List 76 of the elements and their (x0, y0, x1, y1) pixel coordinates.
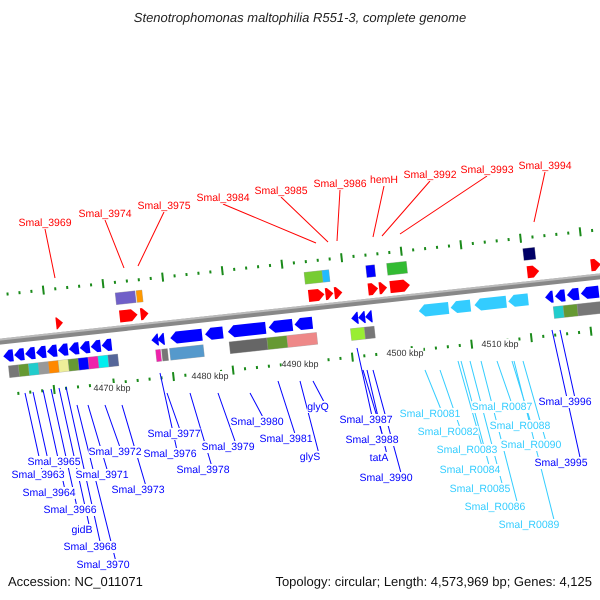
leader-line (336, 190, 340, 242)
title: Stenotrophomonas maltophilia R551-3, complete genome (132, 10, 468, 25)
gene-label: Smal_3984 (196, 192, 250, 204)
scale-label: 4470 kbp (93, 383, 131, 393)
leader-line (250, 392, 263, 416)
gene-label: Smal_3976 (143, 448, 197, 460)
gene-label: Smal_3980 (230, 416, 284, 428)
gene-label: Smal_R0082 (418, 426, 478, 438)
leader-line (356, 348, 372, 414)
gene-label: Smal_3995 (534, 457, 588, 469)
leader-line (166, 392, 180, 428)
gene-label: Smal_3977 (147, 428, 201, 440)
leader-line (300, 380, 319, 452)
gene-label: glyS (300, 451, 320, 463)
gene-label: tatA (370, 452, 388, 464)
gene-label: Smal_R0089 (498, 519, 560, 531)
leader-line (218, 392, 236, 442)
leader-line (496, 360, 512, 402)
scale-label: 4490 kbp (281, 359, 319, 369)
gene-label: Smal_R0090 (500, 439, 562, 451)
gene-label: Smal_R0081 (400, 408, 460, 420)
footer-text: Topology: circular; Length: 4,573,969 bp; Genes: 4,125 (275, 574, 592, 589)
gene-label: Smal_3964 (22, 487, 76, 499)
leader-line (104, 220, 124, 268)
leader-line (534, 172, 546, 222)
gene-label: Smal_R0083 (436, 444, 498, 456)
gene-label: Smal_3968 (63, 541, 117, 553)
leader-line (32, 392, 48, 456)
gene-label: Smal_3981 (259, 433, 313, 445)
gene-label: gidB (72, 524, 92, 536)
gene-label: Smal_3965 (27, 456, 81, 468)
scale-label: 4480 kbp (191, 371, 229, 381)
gene-label: glyQ (307, 401, 329, 413)
leader-line (552, 330, 580, 458)
scale-label: 4510 kbp (481, 339, 519, 349)
leader-line (104, 404, 120, 446)
gene-label: Smal_3990 (359, 472, 413, 484)
gene-label: Smal_3979 (201, 441, 255, 453)
gene-label: Smal_R0085 (450, 483, 510, 495)
gene-label: Smal_3969 (18, 217, 72, 229)
leader-line (278, 380, 296, 434)
leader-line (138, 212, 164, 266)
leader-line (560, 330, 576, 396)
footer-text: Accession: NC_011071 (8, 574, 143, 589)
gene-label: Smal_R0087 (472, 401, 532, 413)
gene-label: Smal_3985 (254, 185, 308, 197)
gene-label: Smal_R0088 (490, 420, 550, 432)
leader-line (424, 370, 441, 408)
gene-label: Smal_R0084 (440, 464, 500, 476)
leader-line (44, 228, 56, 278)
leader-line (400, 176, 488, 234)
gene-label: Smal_3987 (339, 414, 393, 426)
gene-label: Smal_3994 (518, 160, 572, 172)
gene-label: Smal_3963 (11, 469, 65, 481)
gene-label: Smal_3978 (176, 464, 230, 476)
leader-line (222, 204, 316, 244)
gene-label: Smal_3972 (88, 446, 142, 458)
gene-label: Smal_R0086 (464, 501, 526, 513)
leader-line (280, 196, 328, 242)
gene-label: Smal_3973 (111, 484, 165, 496)
gene-label: hemH (370, 174, 398, 186)
gene-label: Smal_3988 (345, 434, 399, 446)
leader-line (312, 380, 324, 402)
scale-label: 4500 kbp (386, 348, 424, 358)
gene-label: Smal_3971 (75, 469, 129, 481)
gene-label: Smal_3992 (403, 169, 457, 181)
leader-line (372, 186, 384, 238)
gene-label: Smal_3993 (460, 164, 514, 176)
leader-line (382, 180, 430, 236)
gene-label: Smal_3974 (78, 208, 132, 220)
gene-label: Smal_3996 (538, 396, 592, 408)
gene-label: Smal_3975 (137, 200, 191, 212)
gene-label: Smal_3986 (313, 178, 367, 190)
leader-line (458, 360, 482, 444)
gene-label: Smal_3970 (76, 559, 130, 571)
gene-label: Smal_3966 (43, 504, 97, 516)
